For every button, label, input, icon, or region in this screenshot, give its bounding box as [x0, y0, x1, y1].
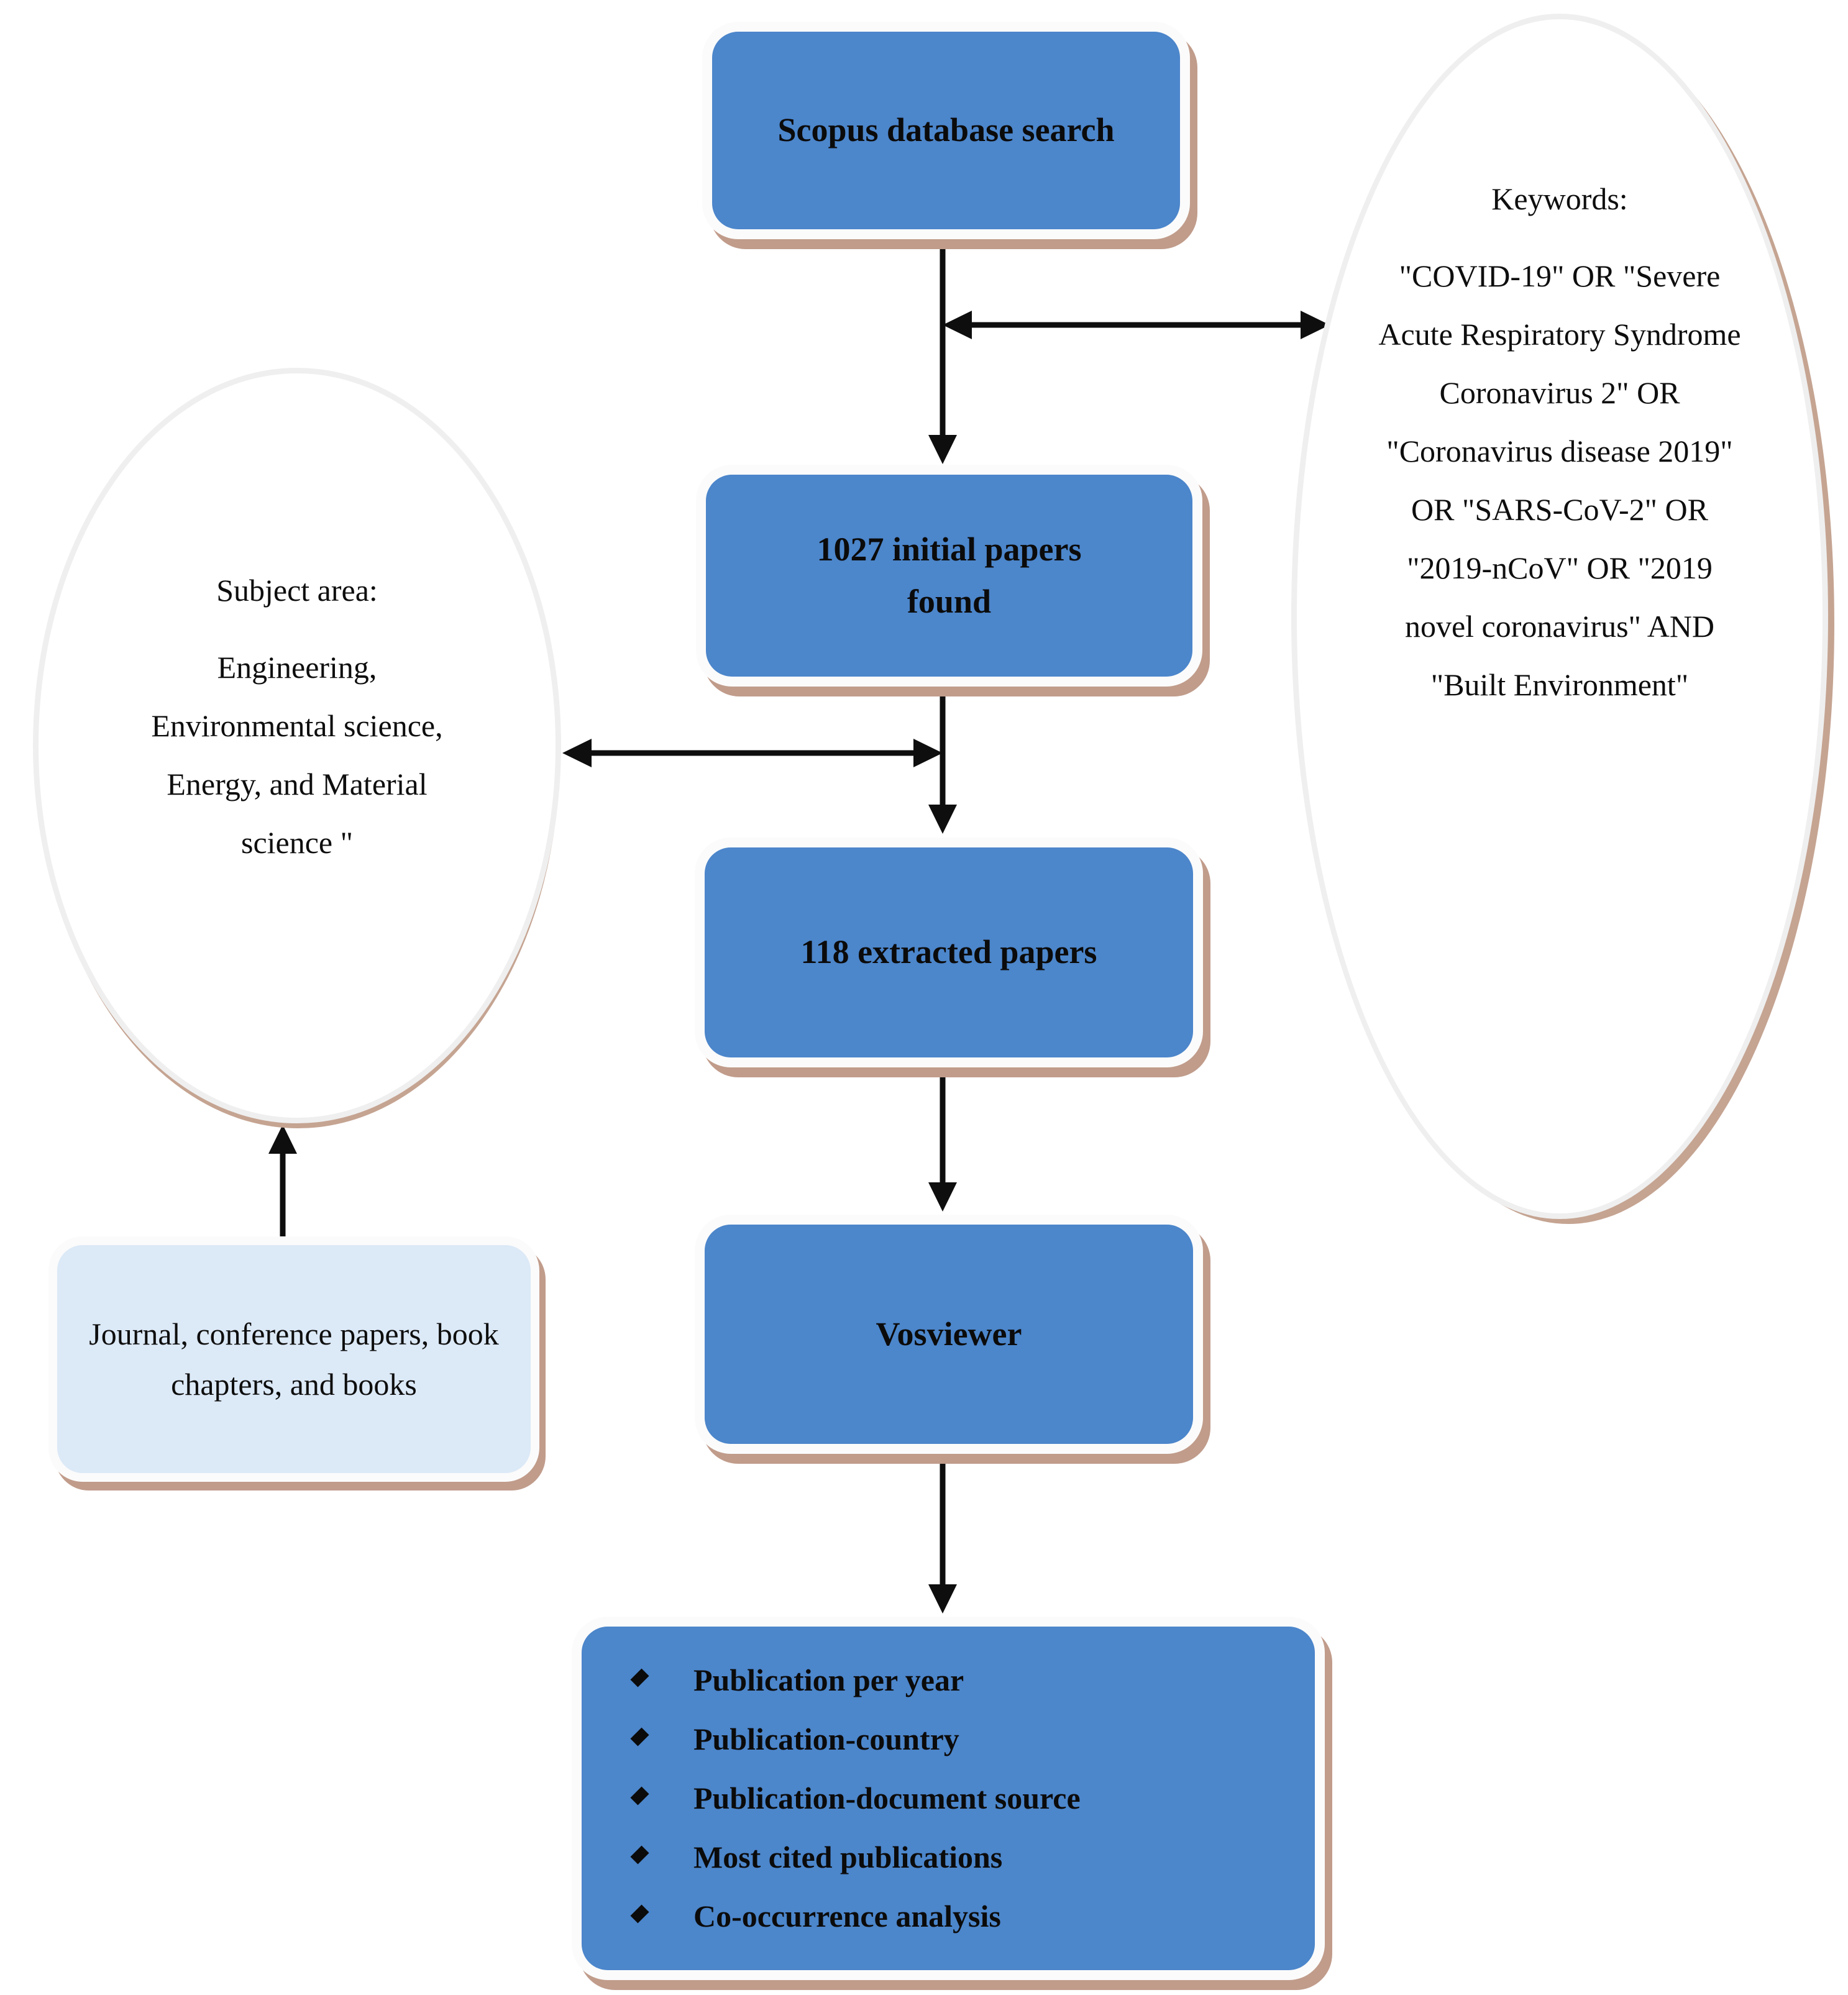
vosviewer-label: Vosviewer [876, 1315, 1022, 1353]
list-item-label: Publication-document source [693, 1781, 1081, 1815]
document-sources-label: Journal, conference papers, book chapter… [89, 1316, 499, 1402]
extracted-papers-box: 118 extracted papers [695, 838, 1203, 1067]
bullet-icon [630, 1668, 649, 1687]
arrow-extracted-to-vosviewer [928, 1070, 957, 1212]
list-item: Co-occurrence analysis [630, 1895, 1081, 1938]
subject-area-ellipse: Subject area: Engineering, Environmental… [33, 368, 561, 1123]
bullet-icon [630, 1845, 649, 1865]
extracted-papers-label: 118 extracted papers [800, 933, 1097, 971]
list-item-label: Publication-country [693, 1722, 959, 1756]
list-item: Publication-document source [630, 1777, 1081, 1820]
list-item-label: Publication per year [693, 1663, 964, 1697]
initial-papers-label: 1027 initial papers found [817, 530, 1082, 620]
subject-area-title: Subject area: [216, 573, 378, 608]
keywords-content: Keywords: "COVID-19" OR "Severe Acute Re… [1373, 181, 1746, 714]
subject-area-content: Subject area: Engineering, Environmental… [123, 572, 471, 872]
analysis-outputs-list: Publication per year Publication-country… [606, 1643, 1093, 1954]
list-item: Publication per year [630, 1659, 1081, 1702]
bullet-icon [630, 1904, 649, 1924]
list-item-label: Co-occurrence analysis [693, 1899, 1001, 1933]
arrow-vosviewer-to-outputs [928, 1457, 957, 1614]
list-item: Most cited publications [630, 1836, 1081, 1879]
keywords-title: Keywords: [1491, 181, 1628, 216]
keywords-body: "COVID-19" OR "Severe Acute Respiratory … [1378, 258, 1741, 702]
scopus-search-box: Scopus database search [702, 22, 1190, 239]
bullet-icon [630, 1727, 649, 1746]
arrow-subject-flow-double [562, 739, 943, 767]
list-item-label: Most cited publications [693, 1840, 1003, 1874]
scopus-search-label: Scopus database search [777, 111, 1115, 149]
bullet-icon [630, 1786, 649, 1806]
vosviewer-box: Vosviewer [695, 1215, 1203, 1454]
list-item: Publication-country [630, 1718, 1081, 1761]
arrow-sources-to-subject [268, 1125, 297, 1236]
arrow-scopus-to-initial [928, 242, 957, 464]
keywords-ellipse: Keywords: "COVID-19" OR "Severe Acute Re… [1291, 14, 1828, 1219]
subject-area-body: Engineering, Environmental science, Ener… [151, 650, 443, 860]
analysis-outputs-box: Publication per year Publication-country… [572, 1617, 1325, 1980]
arrow-initial-to-extracted [928, 688, 957, 834]
initial-papers-box: 1027 initial papers found [696, 465, 1202, 687]
document-sources-box: Journal, conference papers, book chapter… [48, 1236, 539, 1482]
arrow-flow-keywords-double [943, 311, 1330, 339]
